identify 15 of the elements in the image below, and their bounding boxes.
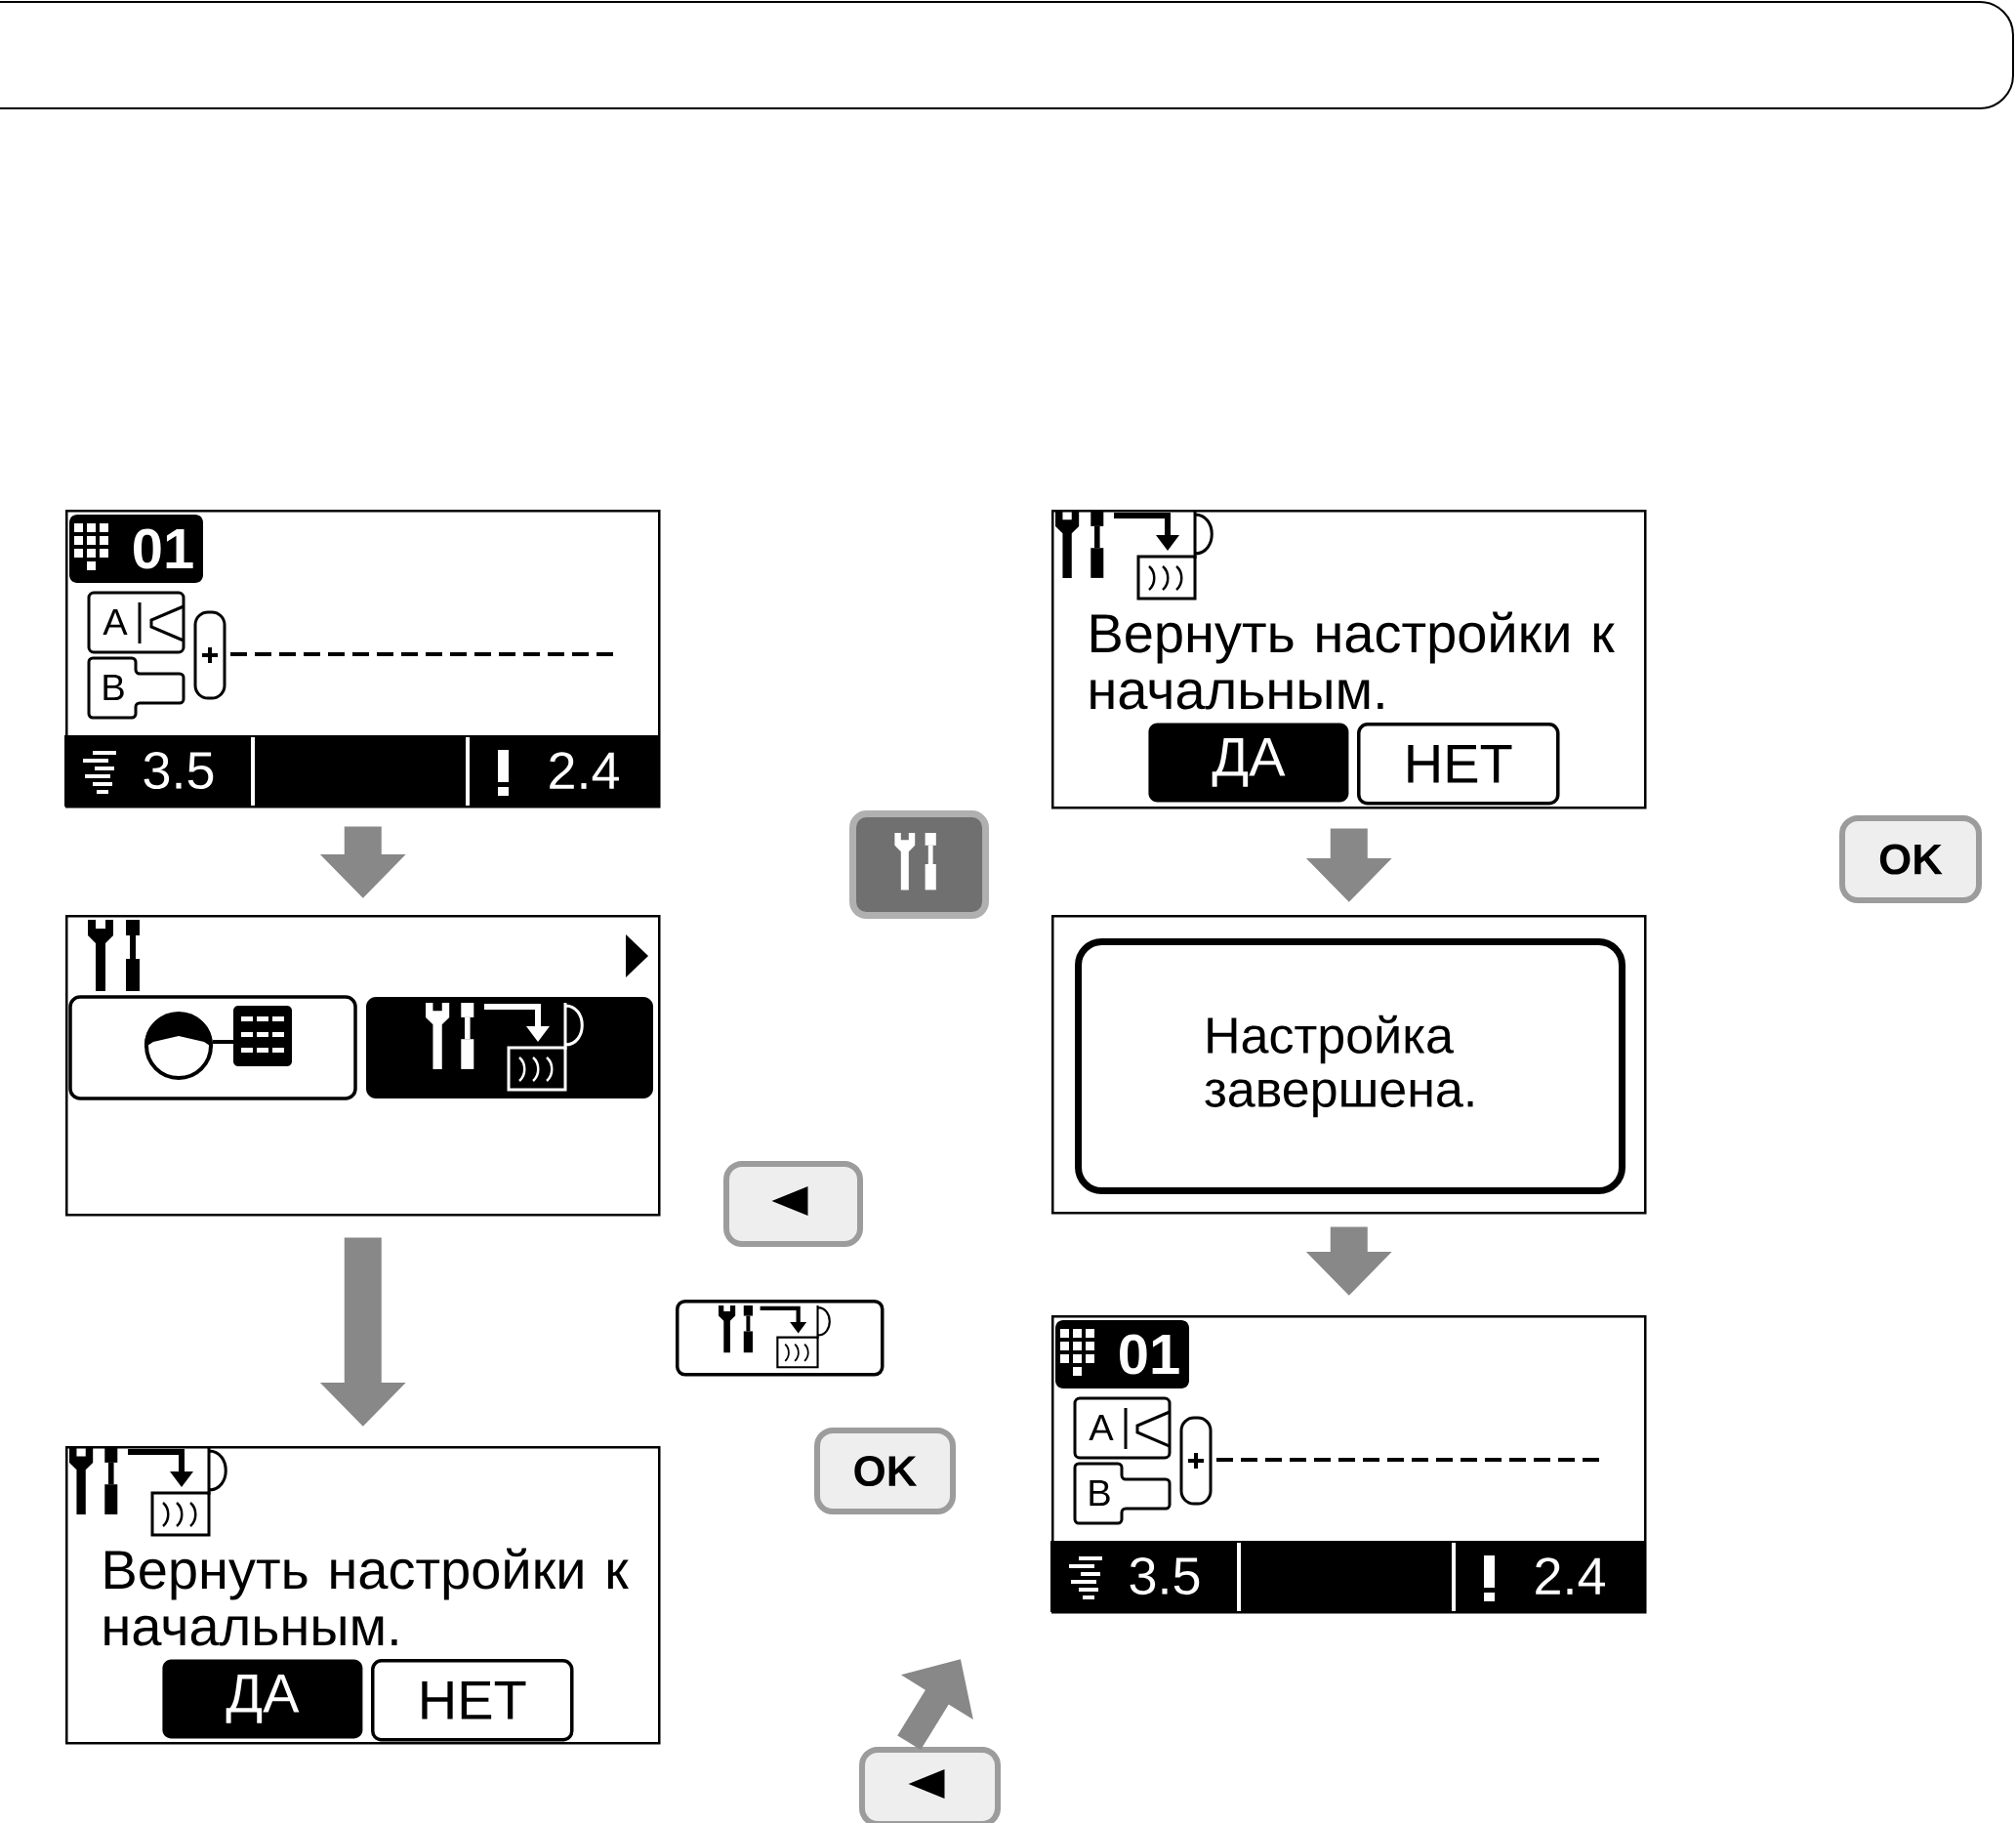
option-button: ДА — [1148, 723, 1349, 803]
pattern-number-tab: 01 — [69, 515, 203, 583]
stitch-length-value: 2.4 — [550, 752, 619, 789]
message-box: Настройка завершена. — [1075, 938, 1625, 1194]
message-text: Вернуть настройки к начальным. — [1090, 611, 1615, 710]
message-text: Вернуть настройки к начальным. — [104, 1548, 629, 1646]
ok-button: OK — [814, 1428, 956, 1514]
ok-button: OK — [1839, 815, 1982, 903]
stitch-length-value: 2.4 — [1536, 1557, 1605, 1595]
option-button: НЕТ — [1357, 723, 1560, 806]
stitch-width-value: 3.5 — [1130, 1556, 1200, 1595]
stitch-width-value: 3.5 — [144, 751, 214, 790]
pattern-number-tab: 01 — [1055, 1320, 1189, 1388]
option-button: ДА — [162, 1659, 363, 1739]
option-button: НЕТ — [371, 1659, 574, 1742]
